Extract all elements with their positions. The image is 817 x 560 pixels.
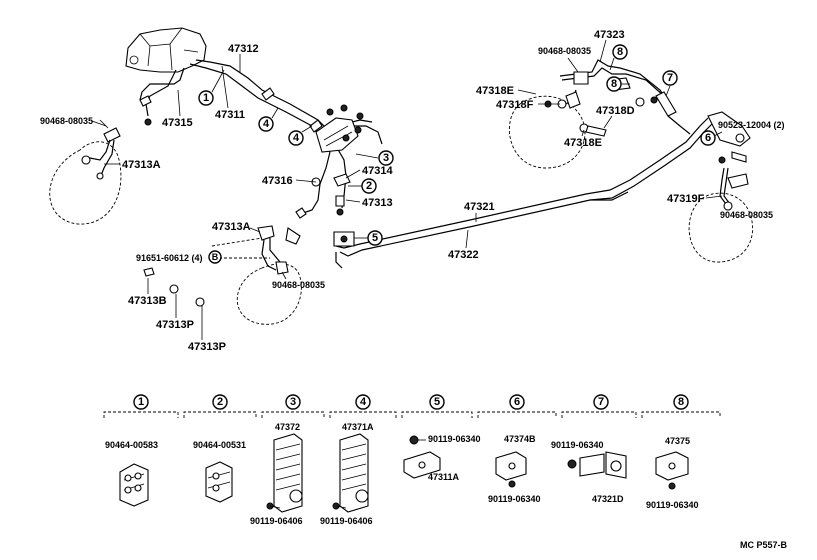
- kit-1-part-90464-00583: 90464-00583: [105, 440, 158, 450]
- kit-6-circle: 6: [509, 394, 525, 410]
- label-90468-08035-rear-b: 90468-08035: [720, 210, 773, 220]
- kit-7-part-47321D: 47321D: [592, 494, 624, 504]
- svg-text:3: 3: [290, 396, 296, 408]
- callout-3: 3: [355, 150, 394, 166]
- svg-text:7: 7: [667, 72, 673, 84]
- svg-text:5: 5: [372, 232, 378, 244]
- bracket-8-drawing: [655, 451, 689, 490]
- bracket-6-drawing: [495, 451, 527, 488]
- rear-right-brake-assembly: [688, 111, 754, 263]
- label-47313: 47313: [362, 197, 393, 209]
- callout-B: B: [208, 250, 222, 264]
- svg-text:8: 8: [678, 396, 684, 408]
- kit-4-circle: 4: [355, 394, 371, 410]
- svg-text:8: 8: [617, 46, 623, 58]
- bolt-5-drawing: [409, 435, 426, 445]
- kit-2-part-90464-00531: 90464-00531: [193, 440, 246, 450]
- label-90468-08035-rear-a: 90468-08035: [538, 46, 591, 56]
- diagram-code: MC P557-B: [740, 540, 788, 550]
- label-47313P-a: 47313P: [156, 319, 194, 331]
- master-cylinder: [125, 27, 207, 73]
- kit-5-circle: 5: [429, 394, 445, 410]
- svg-text:B: B: [212, 252, 219, 262]
- kit-8-circle: 8: [673, 394, 689, 410]
- svg-text:3: 3: [383, 152, 389, 164]
- label-91651-60612: 91651-60612 (4): [136, 253, 203, 263]
- label-47312: 47312: [228, 43, 259, 55]
- clip-2-drawing: [205, 461, 233, 503]
- svg-text:4: 4: [360, 396, 367, 408]
- svg-text:1: 1: [138, 396, 144, 408]
- kit-legend: 1 2 3 4 5 6 7 8 90464-00583 90464-00531 …: [103, 394, 721, 526]
- label-47313P-b: 47313P: [188, 341, 226, 353]
- label-90523-12004: 90523-12004 (2): [718, 120, 785, 130]
- callout-6: 6: [700, 130, 723, 146]
- label-90468-08035-front: 90468-08035: [40, 116, 93, 126]
- callout-1: 1: [198, 69, 225, 106]
- label-47323: 47323: [594, 29, 625, 41]
- kit-7-part-90119-06340: 90119-06340: [551, 440, 604, 450]
- rear-left-hose-assembly: [143, 225, 302, 325]
- kit-3-circle: 3: [285, 394, 301, 410]
- label-90468-08035-mid: 90468-08035: [272, 280, 325, 290]
- kit-6-part-47374B: 47374B: [504, 434, 536, 444]
- front-left-brake-assembly: [49, 119, 122, 225]
- label-47318D: 47318D: [596, 105, 635, 117]
- bracket-5-drawing: [403, 451, 441, 479]
- kit-4-part-90119-06406: 90119-06406: [320, 516, 373, 526]
- svg-text:2: 2: [217, 396, 223, 408]
- callout-8a: 8: [609, 44, 628, 71]
- callout-4a: 4: [258, 107, 279, 132]
- svg-text:6: 6: [514, 396, 520, 408]
- kit-7-circle: 7: [593, 394, 609, 410]
- rear-center-brake-assembly: [508, 59, 691, 169]
- label-47315: 47315: [162, 117, 193, 129]
- kit-8-part-90119-06340: 90119-06340: [646, 500, 699, 510]
- kit-4-part-47371A: 47371A: [342, 422, 374, 432]
- label-47316: 47316: [262, 175, 293, 187]
- label-47318E-a: 47318E: [476, 85, 514, 97]
- callout-7: 7: [662, 70, 678, 97]
- kit-2-circle: 2: [212, 394, 228, 410]
- label-47319F: 47319F: [667, 193, 705, 205]
- label-47318E-b: 47318E: [564, 137, 602, 149]
- label-47313B: 47313B: [128, 295, 167, 307]
- callout-4b: 4: [288, 125, 313, 146]
- svg-text:8: 8: [611, 78, 617, 90]
- center-clips: [295, 173, 351, 219]
- kit-5-part-47311A: 47311A: [428, 472, 460, 482]
- label-47321: 47321: [464, 201, 495, 213]
- callout-5: 5: [354, 230, 383, 246]
- callout-2: 2: [348, 178, 377, 194]
- svg-text:1: 1: [203, 92, 209, 104]
- svg-text:5: 5: [434, 396, 440, 408]
- label-47318F: 47318F: [496, 99, 534, 111]
- label-47313A-front: 47313A: [122, 159, 161, 171]
- kit-5-part-90119-06340: 90119-06340: [428, 434, 481, 444]
- front-brake-pipes: [139, 59, 383, 215]
- label-47311: 47311: [215, 109, 245, 121]
- label-47313A-mid: 47313A: [212, 221, 251, 233]
- clip-1-drawing: [119, 463, 149, 507]
- svg-text:4: 4: [263, 118, 270, 130]
- kit-3-part-47372: 47372: [275, 422, 300, 432]
- svg-text:7: 7: [598, 396, 604, 408]
- rear-brake-pipes: [333, 117, 713, 269]
- label-47314: 47314: [362, 165, 393, 177]
- svg-text:6: 6: [705, 132, 711, 144]
- svg-text:2: 2: [366, 180, 372, 192]
- clip-4-drawing: [332, 433, 369, 513]
- callout-8b: 8: [606, 76, 630, 92]
- kit-1-circle: 1: [133, 394, 149, 410]
- kit-3-part-90119-06406: 90119-06406: [250, 516, 303, 526]
- svg-text:4: 4: [293, 132, 300, 144]
- label-47322: 47322: [448, 249, 479, 261]
- kit-6-part-90119-06340: 90119-06340: [488, 494, 541, 504]
- clip-3-drawing: [266, 433, 303, 513]
- kit-8-part-47375: 47375: [665, 436, 690, 446]
- clamp-7-drawing: [567, 451, 627, 479]
